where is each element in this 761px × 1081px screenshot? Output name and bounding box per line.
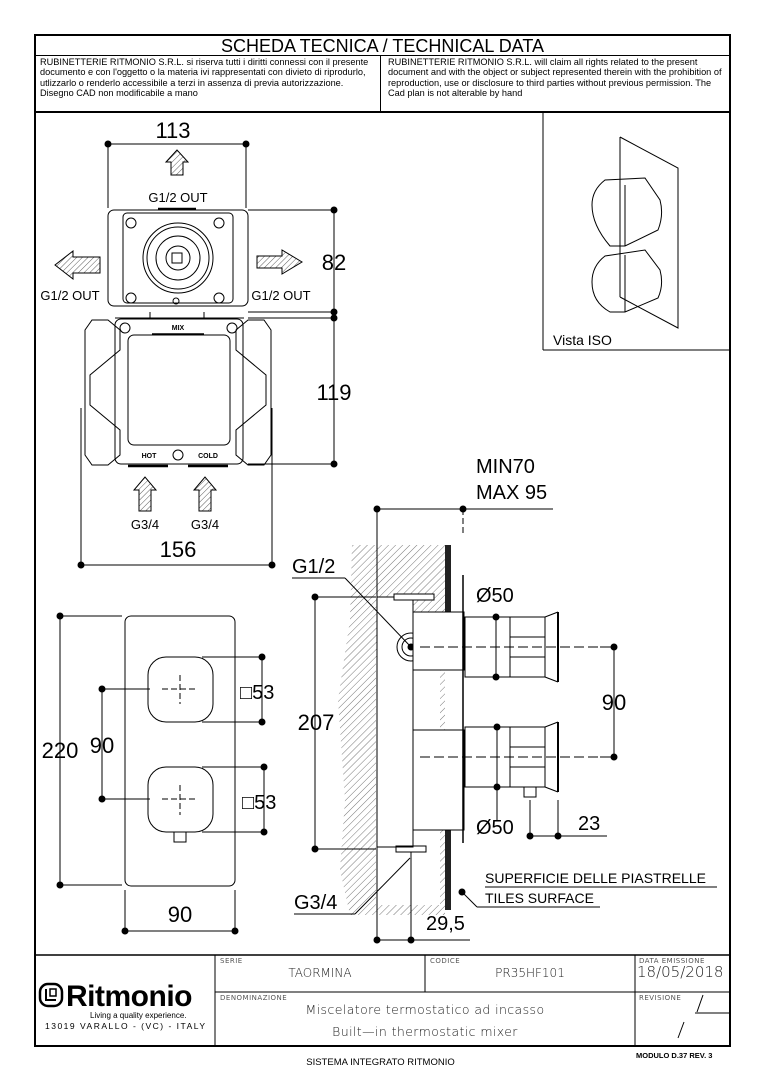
- serie-label: SERIE: [220, 957, 243, 965]
- dim-119: 119: [316, 380, 351, 405]
- copyright-notice-it: RUBINETTERIE RITMONIO S.R.L. si riserva …: [40, 57, 369, 99]
- label-hot: HOT: [142, 453, 158, 460]
- header-bottom-rule: [34, 111, 731, 113]
- label-conn-top: G1/2: [292, 556, 335, 578]
- title-block-grid: [34, 954, 731, 1047]
- label-inlet-hot: G3/4: [131, 517, 159, 532]
- label-mix: MIX: [172, 325, 185, 332]
- dim-113: 113: [155, 118, 190, 143]
- body-view: [77, 312, 338, 569]
- mixer-body-window: [127, 334, 231, 446]
- label-outlet-right: G1/2 OUT: [251, 288, 310, 303]
- serie-value: TAORMINA: [288, 966, 352, 980]
- top-view: [54, 140, 338, 316]
- dim-depth-max: MAX 95: [476, 482, 547, 504]
- dim-90-spacing: 90: [90, 733, 114, 758]
- label-tiles-en: TILES SURFACE: [485, 890, 594, 906]
- label-outlet-left: G1/2 OUT: [40, 288, 99, 303]
- dim-156: 156: [160, 537, 197, 562]
- logo-tagline: Living a quality experience.: [90, 1011, 187, 1020]
- outlet-arrow-left: [54, 249, 101, 281]
- data-emissione-value: 18/05/2018: [637, 963, 724, 981]
- codice-label: CODICE: [430, 957, 461, 965]
- dim-knob-diameter-top: Ø50: [476, 585, 514, 607]
- inlet-arrow-hot: [132, 476, 158, 512]
- mount-bracket-right: [235, 319, 272, 466]
- revisione-label: REVISIONE: [639, 994, 682, 1002]
- codice-value: PR35HF101: [495, 966, 565, 980]
- front-plate: [124, 615, 236, 887]
- mixer-body: [114, 318, 244, 465]
- label-inlet-cold: G3/4: [191, 517, 219, 532]
- inlet-arrow-cold: [192, 476, 218, 512]
- label-conn-bottom: G3/4: [294, 892, 337, 914]
- dim-knob-diameter-bottom: Ø50: [476, 817, 514, 839]
- tile-layer-bottom: [445, 828, 451, 910]
- screw: [213, 292, 225, 304]
- iso-view: [542, 111, 731, 351]
- header-divider: [380, 56, 381, 112]
- sheet-frame: [34, 34, 731, 1047]
- screw: [213, 217, 225, 229]
- dim-82: 82: [322, 250, 346, 275]
- footer-module-code: MODULO D.37 REV. 3: [636, 1051, 713, 1060]
- ritmonio-logo-mark: [38, 982, 64, 1008]
- denominazione-en: Built—in thermostatic mixer: [332, 1024, 518, 1039]
- front-view: [56, 612, 268, 935]
- iso-caption: Vista ISO: [553, 332, 612, 348]
- label-cold: COLD: [198, 453, 218, 460]
- side-view: [292, 505, 717, 944]
- dim-knob-spacing: 90: [602, 690, 626, 715]
- footer-system-name: SISTEMA INTEGRATO RITMONIO: [306, 1057, 455, 1068]
- denominazione-it: Miscelatore termostatico ad incasso: [305, 1002, 545, 1017]
- ritmonio-logo-text: Ritmonio: [66, 980, 192, 1013]
- sheet-title: SCHEDA TECNICA / TECHNICAL DATA: [34, 34, 731, 56]
- dim-body-offset: 29,5: [426, 913, 465, 935]
- iso-knob-top: [591, 177, 663, 247]
- company-address: 13019 VARALLO - (VC) - ITALY: [45, 1021, 207, 1031]
- dim-point: [104, 140, 112, 148]
- dim-90-width: 90: [168, 902, 192, 927]
- screw: [125, 217, 137, 229]
- label-outlet-top: G1/2 OUT: [148, 190, 207, 205]
- dim-lever-offset: 23: [578, 813, 600, 835]
- dim-depth-min: MIN70: [476, 456, 535, 478]
- outlet-plate: [107, 209, 249, 307]
- label-tiles-it: SUPERFICIE DELLE PIASTRELLE: [485, 870, 706, 886]
- tile-layer-top: [445, 545, 451, 660]
- dim-220: 220: [42, 738, 79, 763]
- data-emissione-label: DATA EMISSIONE: [639, 957, 705, 965]
- screw: [125, 292, 137, 304]
- dim-knob-bottom: □53: [242, 792, 276, 814]
- outlet-arrow-right: [256, 249, 303, 275]
- iso-cover-plate: [619, 136, 679, 329]
- dim-point: [242, 140, 250, 148]
- iso-knob-bottom: [591, 249, 663, 313]
- copyright-notice-en: RUBINETTERIE RITMONIO S.R.L. will claim …: [388, 57, 722, 99]
- outlet-arrow-up: [164, 149, 190, 176]
- outlet-ring-outer: [142, 222, 214, 294]
- denominazione-label: DENOMINAZIONE: [220, 994, 288, 1002]
- dim-knob-top: □53: [240, 682, 274, 704]
- dim-total-height: 207: [298, 710, 335, 735]
